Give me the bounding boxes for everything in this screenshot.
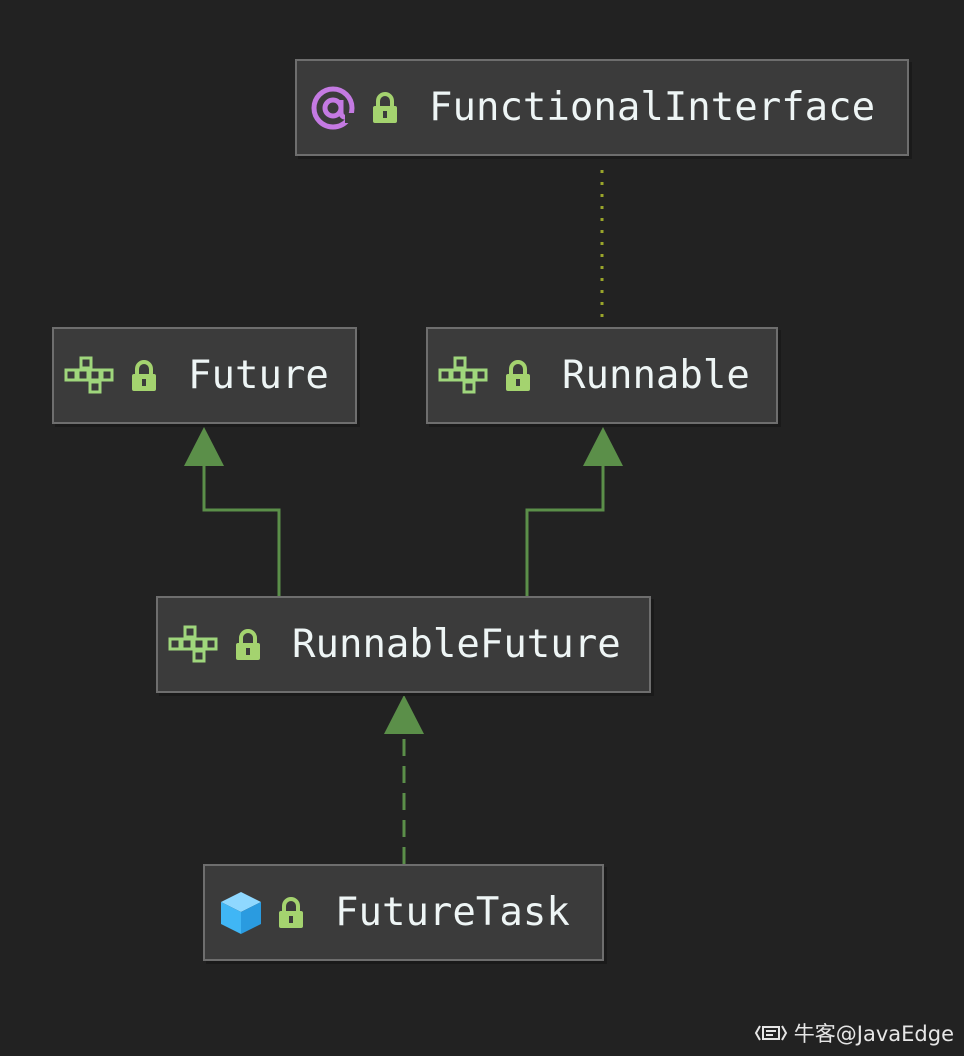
node-future[interactable]: Future: [52, 327, 357, 424]
node-label-runnable: Runnable: [562, 353, 750, 398]
lock-icon: [277, 896, 305, 930]
at-sign-annotation-icon: [309, 84, 357, 132]
edge-runnablefuture-future: [202, 465, 281, 597]
interface-icon: [64, 356, 116, 396]
node-label-future-task: FutureTask: [335, 890, 570, 935]
interface-icon: [168, 625, 220, 665]
node-runnable-future[interactable]: RunnableFuture: [156, 596, 651, 693]
lock-icon: [130, 359, 158, 393]
lock-icon: [504, 359, 532, 393]
arrowhead-runnablefuture: [384, 695, 424, 734]
class-cube-icon: [219, 890, 263, 936]
watermark-text: 牛客@JavaEdge: [793, 1022, 954, 1046]
nowcoder-logo-icon: [754, 1022, 788, 1044]
lock-icon: [234, 628, 262, 662]
watermark: 牛客@JavaEdge: [754, 1018, 954, 1048]
edge-runnablefuture-runnable: [525, 465, 605, 597]
node-runnable[interactable]: Runnable: [426, 327, 778, 424]
node-label-future: Future: [188, 353, 329, 398]
node-functional-interface[interactable]: FunctionalInterface: [295, 59, 909, 156]
interface-icon: [438, 356, 490, 396]
arrowhead-future: [184, 427, 224, 466]
node-label-functional-interface: FunctionalInterface: [429, 85, 876, 130]
node-future-task[interactable]: FutureTask: [203, 864, 604, 961]
arrowhead-runnable: [583, 427, 623, 466]
lock-icon: [371, 91, 399, 125]
node-label-runnable-future: RunnableFuture: [292, 622, 621, 667]
